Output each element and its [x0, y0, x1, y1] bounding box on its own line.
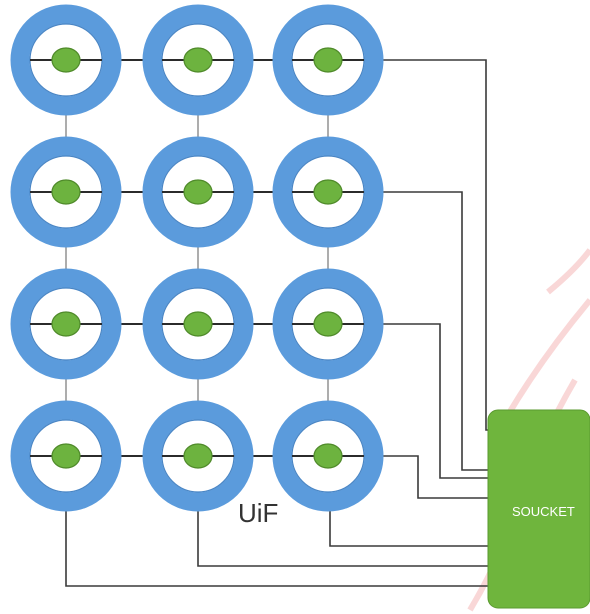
electrode-dot [183, 179, 213, 205]
ring-electrode-icon [142, 400, 254, 512]
ring-electrode-icon [10, 136, 122, 248]
connector-wire [328, 191, 490, 471]
electrode-ring [272, 136, 384, 248]
electrode-ring [272, 400, 384, 512]
electrode-dot [313, 179, 343, 205]
connector-wire [328, 59, 490, 431]
ring-electrode-icon [272, 4, 384, 116]
ring-electrode-icon [272, 268, 384, 380]
electrode-ring [10, 136, 122, 248]
grid-lines [65, 59, 329, 457]
grid-label: UiF [238, 498, 278, 528]
electrode-ring [142, 136, 254, 248]
electrode-dot [313, 47, 343, 73]
electrode-dot [51, 179, 81, 205]
ring-electrode-icon [10, 400, 122, 512]
electrode-ring [10, 268, 122, 380]
electrode-nodes [10, 4, 384, 512]
electrode-dot [183, 443, 213, 469]
ring-electrode-icon [272, 136, 384, 248]
electrode-dot [313, 311, 343, 337]
ring-electrode-icon [142, 136, 254, 248]
electrode-dot [51, 47, 81, 73]
electrode-ring [142, 400, 254, 512]
electrode-dot [183, 47, 213, 73]
electrode-dot [183, 311, 213, 337]
connector-wire [328, 323, 490, 479]
connector-wire [65, 480, 490, 587]
ring-electrode-icon [10, 268, 122, 380]
ring-electrode-icon [142, 268, 254, 380]
ring-electrode-icon [10, 4, 122, 116]
socket: SOUCKET [487, 409, 590, 609]
electrode-ring [10, 4, 122, 116]
electrode-ring [272, 268, 384, 380]
electrode-ring [272, 4, 384, 116]
electrode-dot [51, 443, 81, 469]
electrode-dot [313, 443, 343, 469]
electrode-dot [51, 311, 81, 337]
socket-label: SOUCKET [512, 504, 575, 519]
ring-electrode-icon [272, 400, 384, 512]
electrode-ring [142, 268, 254, 380]
ring-electrode-icon [142, 4, 254, 116]
electrode-ring [10, 400, 122, 512]
electrode-ring [142, 4, 254, 116]
